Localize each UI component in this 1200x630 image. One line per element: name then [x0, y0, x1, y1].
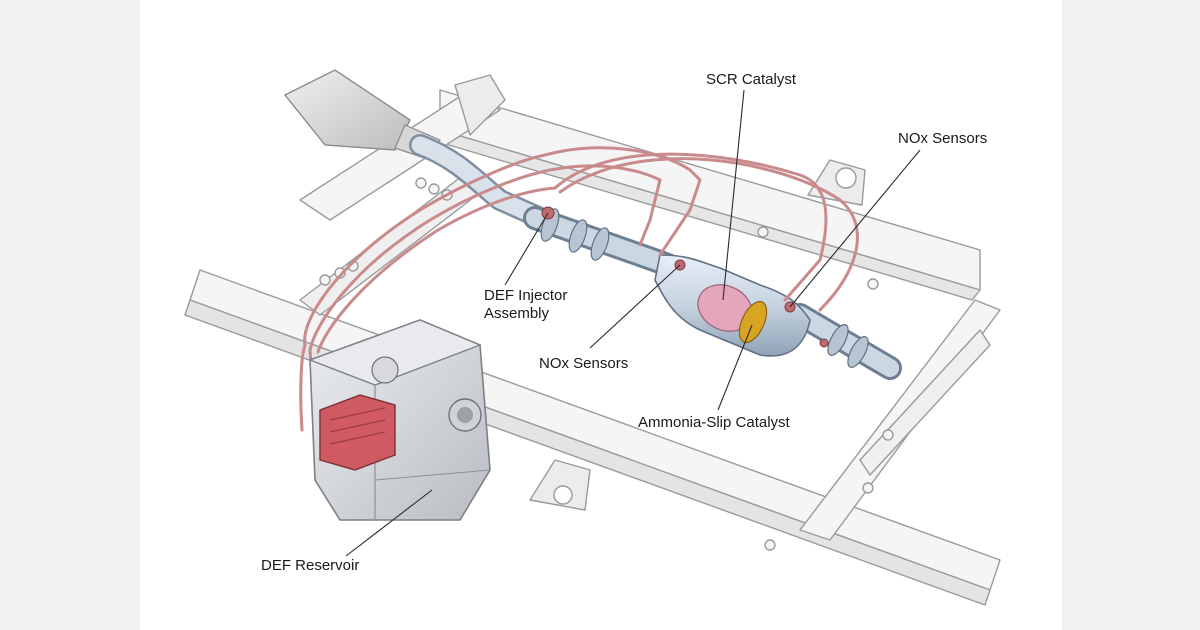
- ammonia-slip-catalyst: [738, 300, 768, 344]
- label-def-injector-line1: DEF Injector: [484, 287, 567, 304]
- label-nox-sensors-lower: NOx Sensors: [539, 355, 628, 372]
- cross-member-left: [299, 89, 501, 221]
- leader-reservoir: [345, 489, 433, 557]
- leader-nox-lower: [589, 264, 681, 349]
- vehicle-frame: [184, 74, 1001, 606]
- upstream-catalytic-converter: [283, 69, 411, 151]
- leader-nox-upper: [789, 149, 921, 308]
- exhaust-system: [283, 69, 902, 380]
- def-pump-module: [319, 394, 396, 471]
- label-ammonia-slip-catalyst: Ammonia-Slip Catalyst: [638, 414, 791, 431]
- label-scr-catalyst: SCR Catalyst: [706, 71, 797, 88]
- leader-def-injector: [504, 212, 549, 286]
- label-nox-sensors-upper: NOx Sensors: [898, 130, 987, 147]
- def-reservoir-tank: [308, 319, 491, 521]
- frame-rail-right: [439, 89, 981, 291]
- def-lines: [299, 146, 859, 442]
- leader-lines: [345, 89, 921, 557]
- leader-ammonia: [717, 324, 753, 411]
- label-def-reservoir: DEF Reservoir: [261, 557, 359, 574]
- leader-scr: [722, 89, 745, 301]
- label-def-injector-line2: Assembly: [484, 305, 550, 322]
